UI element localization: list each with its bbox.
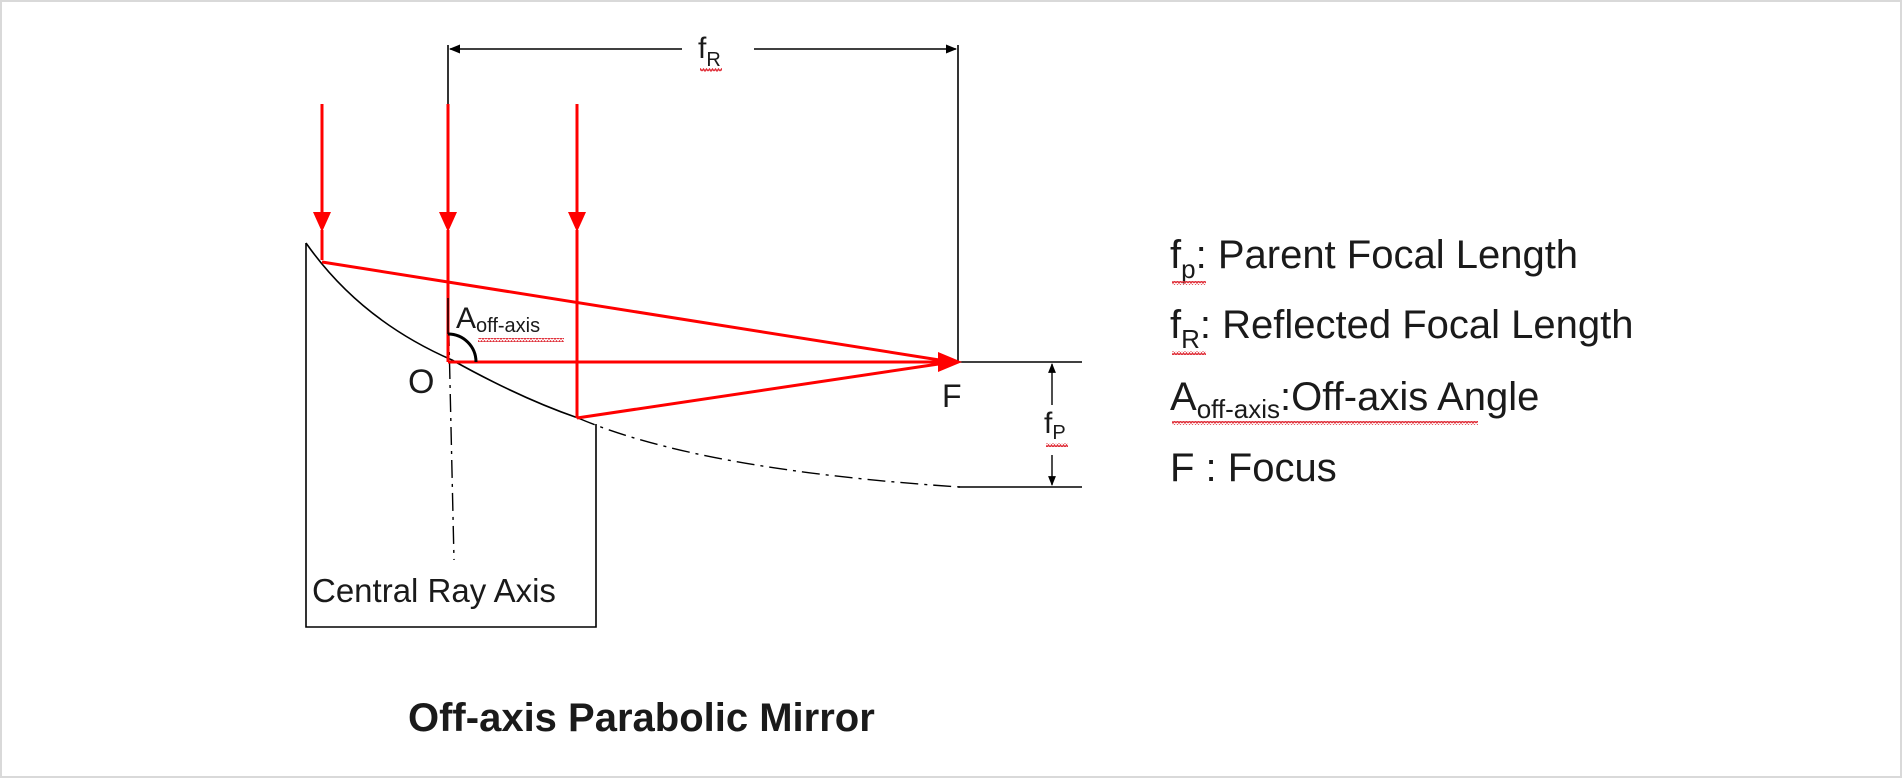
spellcheck-squiggle [1046, 443, 1068, 447]
legend-item-parent-focal-length: fp: Parent Focal Length [1170, 233, 1578, 284]
origin-label: O [408, 363, 434, 401]
mirror-body [305, 243, 597, 628]
incident-ray-3-arrowhead [568, 212, 586, 232]
fp-label: fP [1044, 407, 1066, 444]
incident-ray-2-arrowhead [439, 212, 457, 232]
parabola-surface [305, 242, 579, 419]
central-ray-axis-label: Central Ray Axis [312, 572, 556, 609]
fr-label: fR [698, 32, 721, 71]
focus-label: F [942, 378, 962, 414]
spellcheck-squiggle [1172, 281, 1206, 285]
diagram-title: Off-axis Parabolic Mirror [408, 696, 875, 740]
legend-item-focus: F : Focus [1170, 446, 1337, 490]
off-axis-angle-label: Aoff-axis [456, 302, 540, 337]
spellcheck-squiggle [1172, 421, 1478, 425]
legend: fp: Parent Focal Length fR: Reflected Fo… [1170, 233, 1634, 490]
off-axis-angle-arc [447, 332, 478, 363]
parent-parabola-dashed [577, 417, 961, 488]
incident-ray-1-arrowhead [313, 212, 331, 232]
reflected-ray-3 [576, 360, 953, 420]
legend-item-off-axis-angle: Aoff-axis:Off-axis Angle [1170, 375, 1539, 424]
spellcheck-squiggle [1172, 351, 1206, 355]
reflected-ray-1 [321, 260, 953, 364]
legend-item-reflected-focal-length: fR: Reflected Focal Length [1170, 303, 1634, 354]
spellcheck-squiggle [478, 338, 564, 342]
focus-arrowhead [938, 352, 962, 372]
spellcheck-squiggle [700, 68, 722, 72]
